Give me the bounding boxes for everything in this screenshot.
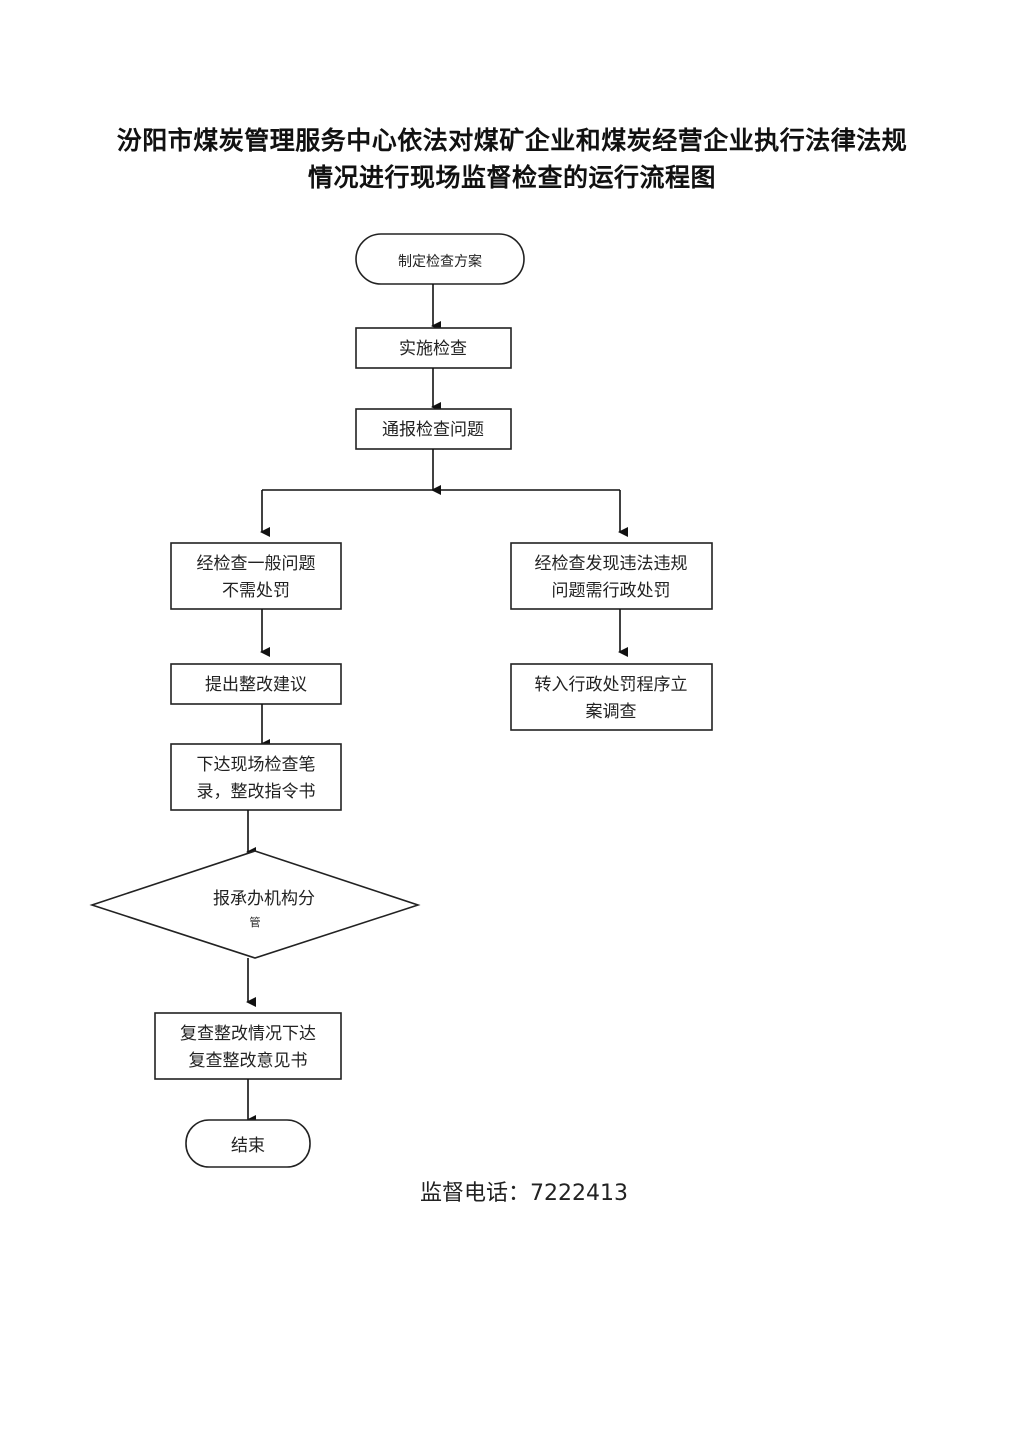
phone-label: 监督电话： <box>420 1181 531 1206</box>
supervision-phone: 监督电话：7222413 <box>420 1175 628 1207</box>
implement-box <box>355 327 512 369</box>
transfer-label-1: 转入行政处罚程序立 <box>535 675 688 695</box>
start-terminal-label: 制定检查方案 <box>398 253 482 270</box>
start-terminal <box>355 233 525 285</box>
decision-label-1: 报承办机构分 <box>213 889 315 909</box>
phone-number: 7222413 <box>530 1181 628 1206</box>
violation-box <box>510 542 713 610</box>
decision-diamond <box>89 850 421 959</box>
issue-record-label-2: 录，整改指令书 <box>197 782 316 802</box>
end-terminal <box>185 1119 311 1168</box>
suggest-box <box>170 663 342 705</box>
issue-record-label-1: 下达现场检查笔 <box>197 755 316 775</box>
transfer-box <box>510 663 713 731</box>
general-problem-label-1: 经检查一般问题 <box>197 554 316 574</box>
diagram-title-line-1: 汾阳市煤炭管理服务中心依法对煤矿企业和煤炭经营企业执行法律法规 <box>116 126 908 155</box>
end-terminal-label: 结束 <box>231 1136 265 1156</box>
violation-label-1: 经检查发现违法违规 <box>535 554 688 574</box>
review-label-1: 复查整改情况下达 <box>180 1024 316 1044</box>
implement-box-label: 实施检查 <box>399 339 467 359</box>
transfer-label-2: 案调查 <box>586 702 637 722</box>
suggest-box-label: 提出整改建议 <box>205 675 307 695</box>
report-box-label: 通报检查问题 <box>382 420 484 440</box>
violation-label-2: 问题需行政处罚 <box>552 581 671 601</box>
report-box <box>355 408 512 450</box>
review-box <box>154 1012 342 1080</box>
issue-record-box <box>170 743 342 811</box>
general-problem-box <box>170 542 342 610</box>
general-problem-label-2: 不需处罚 <box>222 581 290 601</box>
diagram-title-line-2: 情况进行现场监督检查的运行流程图 <box>307 163 716 192</box>
review-label-2: 复查整改意见书 <box>189 1051 308 1071</box>
decision-label-2: 管 <box>250 915 261 929</box>
